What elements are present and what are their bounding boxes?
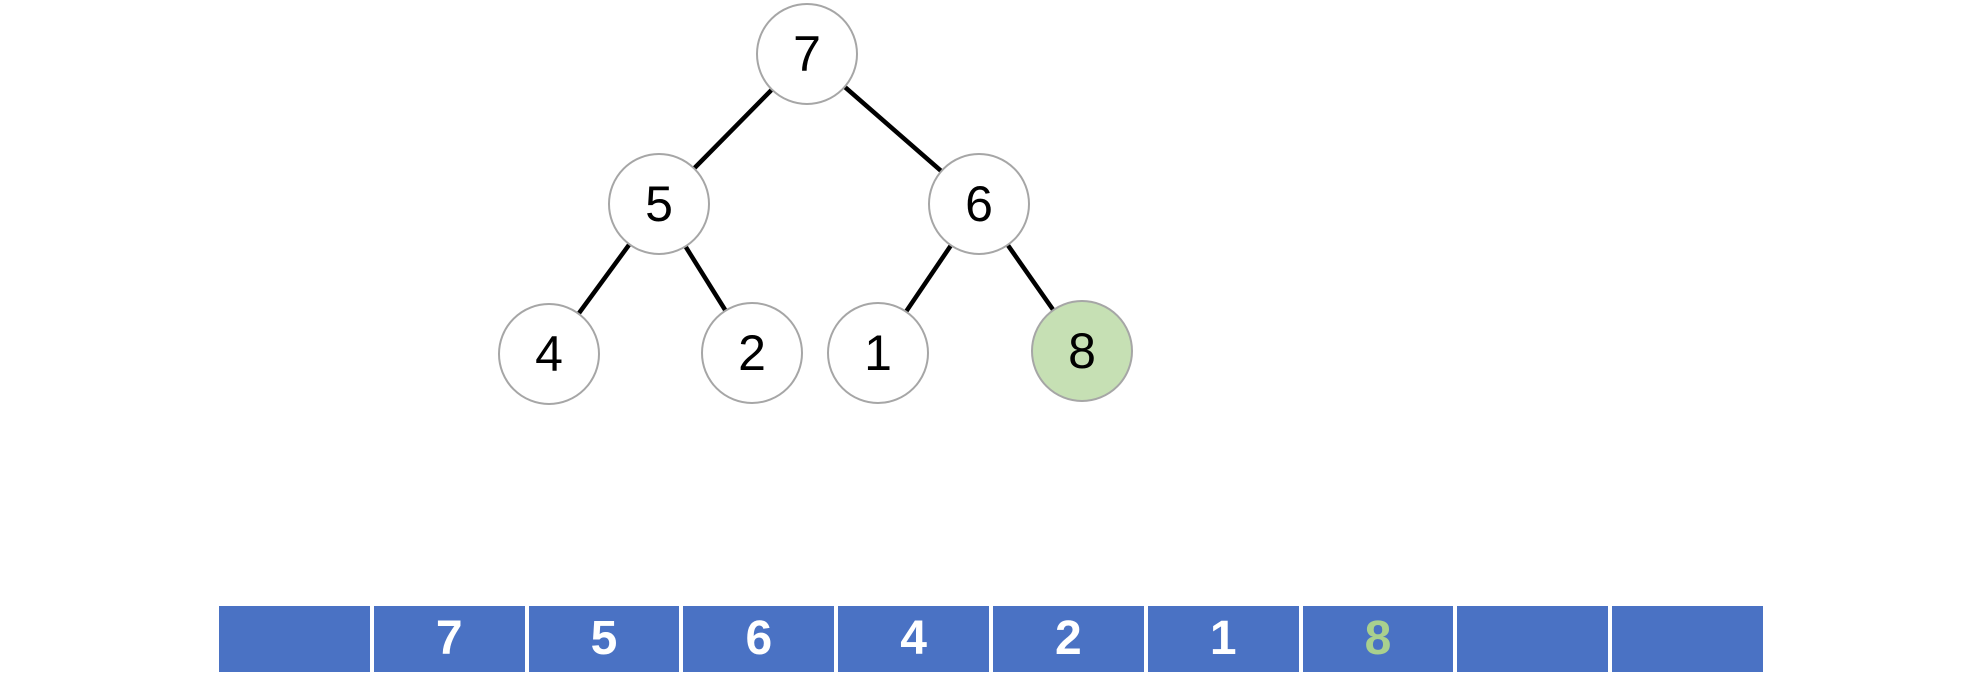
tree-node-4: 4 bbox=[498, 303, 600, 405]
array-cell-7-value-8-highlighted: 8 bbox=[1302, 606, 1454, 672]
array-cell-5-value-2: 2 bbox=[992, 606, 1144, 672]
array-cell-8-empty bbox=[1457, 606, 1609, 672]
tree-node-2: 2 bbox=[701, 302, 803, 404]
array-cell-1-value-7: 7 bbox=[373, 606, 525, 672]
array-cell-9-empty bbox=[1612, 606, 1763, 672]
array-cell-3-value-6: 6 bbox=[683, 606, 835, 672]
array-cell-0-empty bbox=[219, 606, 370, 672]
array-cell-2-value-5: 5 bbox=[528, 606, 680, 672]
array-cell-6-value-1: 1 bbox=[1147, 606, 1299, 672]
tree-node-6: 6 bbox=[928, 153, 1030, 255]
tree-node-5: 5 bbox=[608, 153, 710, 255]
tree-node-1: 1 bbox=[827, 302, 929, 404]
array-cell-4-value-4: 4 bbox=[838, 606, 989, 672]
tree-node-7: 7 bbox=[756, 3, 858, 105]
tree-node-8-highlighted: 8 bbox=[1031, 300, 1133, 402]
